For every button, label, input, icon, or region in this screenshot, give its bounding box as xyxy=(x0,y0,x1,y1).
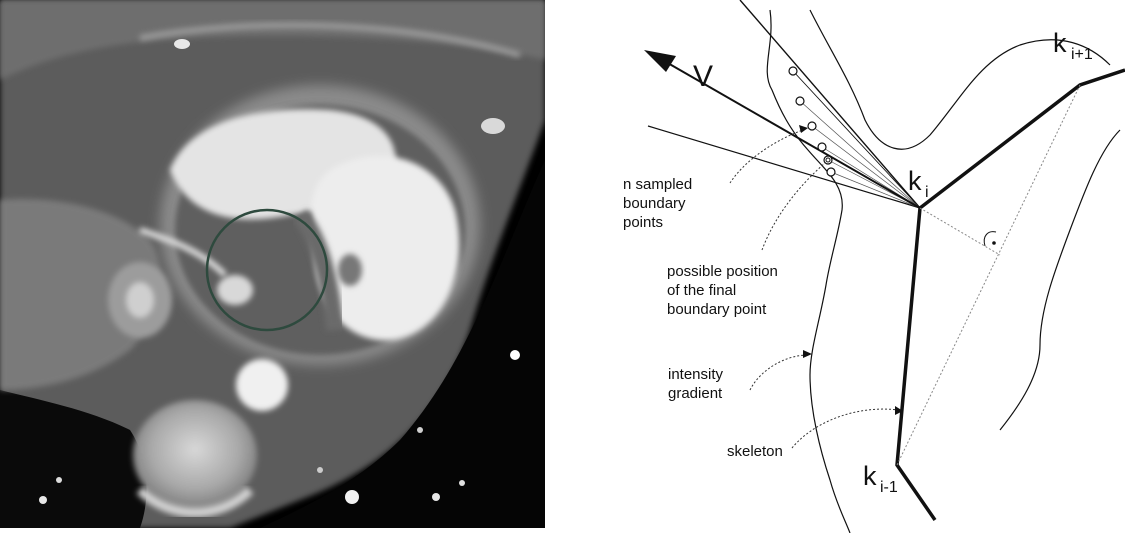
leader-sampled xyxy=(730,130,803,183)
boundary-curve-right xyxy=(1000,130,1120,430)
papillary xyxy=(338,254,362,286)
lung-vessel xyxy=(459,480,465,486)
sampling-ray xyxy=(800,101,920,208)
vector-v-label: V xyxy=(693,60,713,93)
intensity-gradient-label-1: intensity xyxy=(668,366,724,383)
leader-intensity xyxy=(750,355,808,390)
lung-vessel xyxy=(432,493,440,501)
lung-vessel xyxy=(417,427,423,433)
possible-position-label-3: boundary point xyxy=(667,301,767,318)
sampling-ray xyxy=(648,126,920,208)
chord-line xyxy=(897,85,1080,465)
bright-lesion xyxy=(126,282,154,318)
sampling-ray xyxy=(831,172,920,208)
direction-arrowhead xyxy=(644,50,676,72)
k-next-label: k xyxy=(1053,28,1067,58)
skeleton-segment-upper xyxy=(740,0,920,208)
sampled-points-label-1: n sampled xyxy=(623,176,692,193)
lung-vessel xyxy=(56,477,62,483)
sample-point xyxy=(789,67,797,75)
lung-vessel xyxy=(39,496,47,504)
sampling-ray xyxy=(812,126,920,208)
boundary-diagram: V k i k i+1 k i-1 n sampled boundary poi… xyxy=(545,0,1125,533)
right-angle-dot xyxy=(992,241,996,245)
sample-point xyxy=(818,143,826,151)
perpendicular-line xyxy=(920,208,1000,255)
lung-vessel xyxy=(510,350,520,360)
possible-position-label-2: of the final xyxy=(667,282,736,299)
leader-skeleton xyxy=(792,409,898,448)
rib-bright xyxy=(481,118,505,134)
sample-point xyxy=(796,97,804,105)
lung-vessel xyxy=(345,490,359,504)
possible-position-label-1: possible position xyxy=(667,263,778,280)
descending-aorta xyxy=(236,359,288,411)
ct-scan-image xyxy=(0,0,545,528)
intensity-gradient-label-2: gradient xyxy=(668,385,723,402)
aortic-root xyxy=(217,275,253,305)
sample-point xyxy=(827,168,835,176)
sample-point xyxy=(808,122,816,130)
k-next-subscript: i+1 xyxy=(1071,46,1093,63)
rib-bright xyxy=(174,39,190,49)
leader-intensity-head xyxy=(803,350,812,358)
sample-point xyxy=(824,156,832,164)
k-i-label: k xyxy=(908,166,922,196)
sampled-points-label-3: points xyxy=(623,214,663,231)
leader-sampled-head xyxy=(799,125,808,133)
sampling-ray xyxy=(793,71,920,208)
sampled-points-label-2: boundary xyxy=(623,195,686,212)
lung-vessel xyxy=(317,467,323,473)
k-prev-subscript: i-1 xyxy=(880,479,898,496)
skeleton-polyline xyxy=(897,70,1125,520)
k-prev-label: k xyxy=(863,461,877,491)
k-i-subscript: i xyxy=(925,184,929,201)
skeleton-label: skeleton xyxy=(727,443,783,460)
